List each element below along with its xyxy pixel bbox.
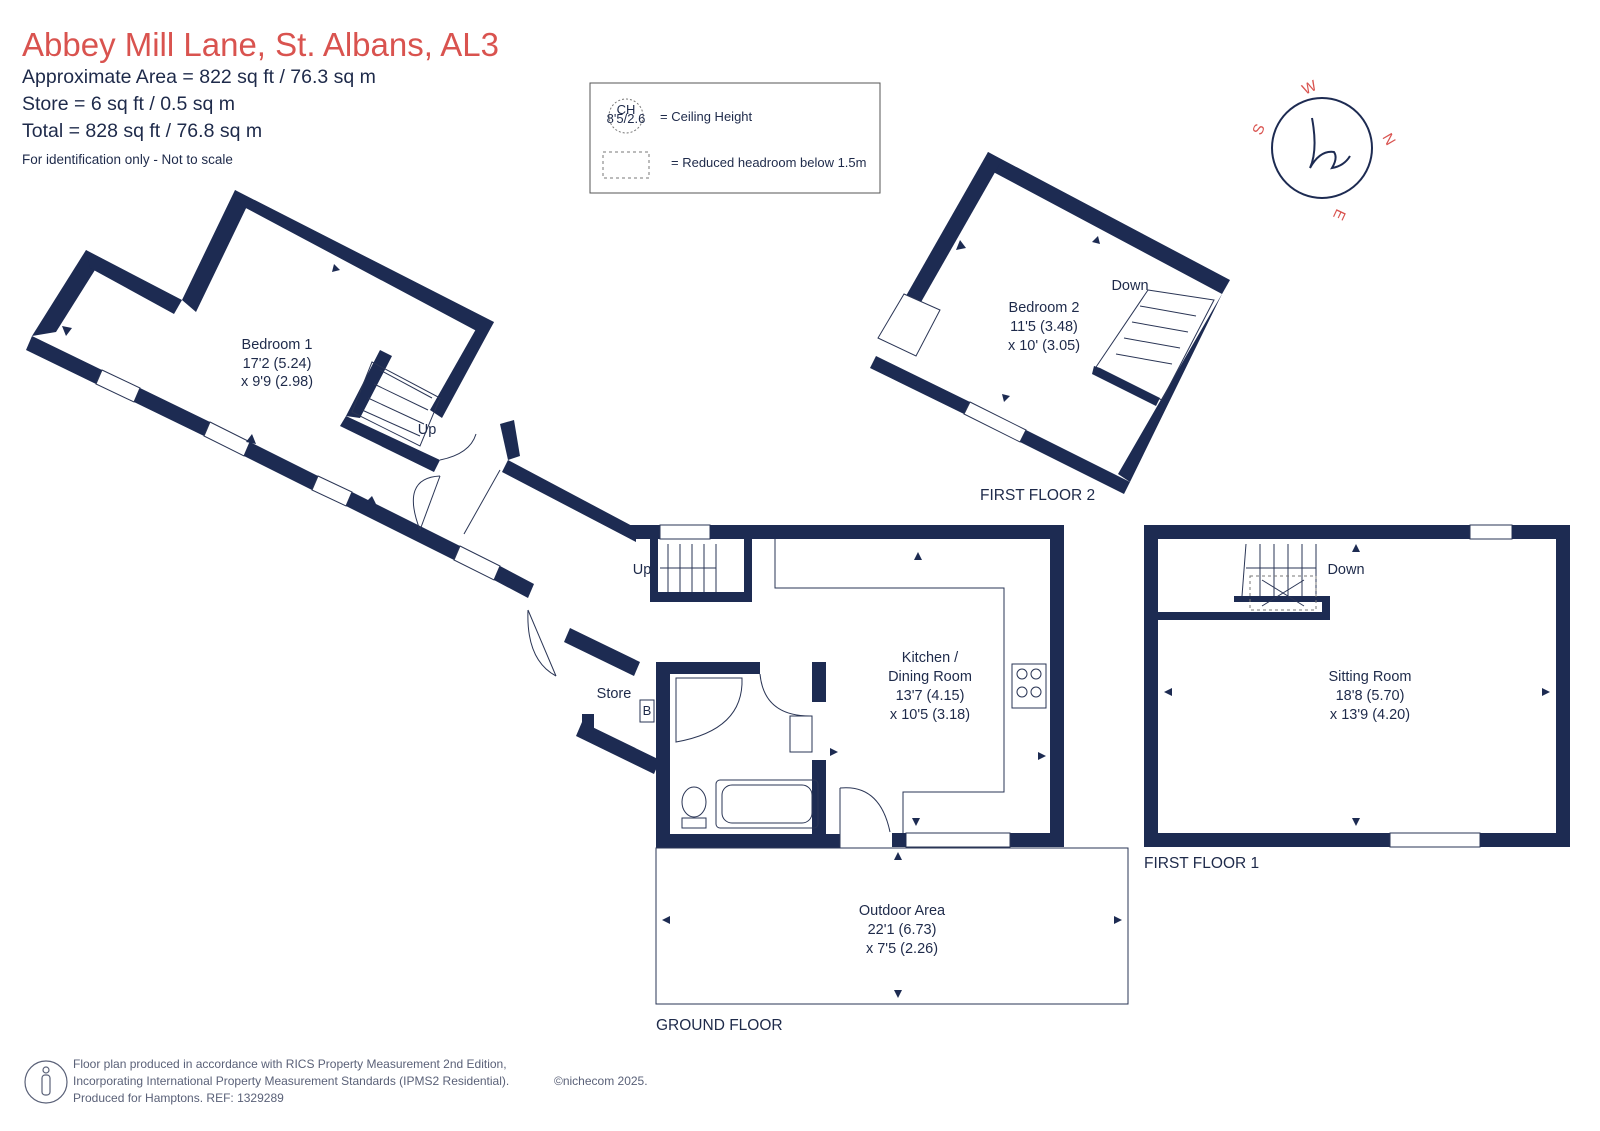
stairs-up-bedroom1: Up	[418, 422, 437, 438]
scale-note: For identification only - Not to scale	[22, 152, 233, 167]
sitting-dim1: 18'8 (5.70)	[1336, 688, 1405, 704]
toilet	[681, 786, 707, 818]
footer-copyright: ©nichecom 2025.	[554, 1074, 648, 1088]
kitchen-block: Up Kitchen / Dining Room 13'7 (4.15)	[630, 524, 1064, 860]
hob	[1011, 663, 1047, 709]
stairs-down-bedroom2: Down	[1111, 278, 1148, 294]
kitchen-name1: Kitchen /	[902, 650, 959, 666]
store: Store B	[564, 628, 660, 774]
rics-person-icon	[24, 1060, 68, 1104]
bedroom2-dim1: 11'5 (3.48)	[1010, 319, 1078, 335]
bedroom1-wing: Bedroom 1 17'2 (5.24) x 9'9 (2.98) Up	[26, 190, 636, 677]
legend-reduced-headroom: = Reduced headroom below 1.5m	[671, 155, 866, 170]
ch-icon-top: CH	[617, 102, 636, 117]
bedroom1-dim2: x 9'9 (2.98)	[241, 374, 313, 390]
outdoor-name: Outdoor Area	[859, 903, 946, 919]
footer-line3: Produced for Hamptons. REF: 1329289	[73, 1091, 284, 1105]
outdoor-dim1: 22'1 (6.73)	[868, 922, 937, 938]
compass-e: E	[1329, 206, 1349, 222]
stairs-up-ground	[660, 544, 717, 592]
sitting-name: Sitting Room	[1328, 669, 1411, 685]
stairs-up-ground-label: Up	[633, 562, 652, 578]
shower-tray	[675, 677, 743, 743]
ch-icon-bottom: 8'5/2.6	[607, 111, 646, 126]
kitchen-dim1: 13'7 (4.15)	[896, 688, 965, 704]
kitchen-name2: Dining Room	[888, 669, 972, 685]
first-floor-1: Down Sitting Room 18'8 (5.70) x 13'9 (4.…	[1144, 524, 1570, 848]
compass-s: S	[1249, 121, 1269, 137]
bedroom2-dim2: x 10' (3.05)	[1008, 338, 1080, 354]
footer-line2: Incorporating International Property Mea…	[73, 1074, 510, 1088]
store-name: Store	[597, 686, 632, 702]
first-floor-1-label: FIRST FLOOR 1	[1144, 855, 1259, 872]
total-area: Total = 828 sq ft / 76.8 sq m	[22, 120, 263, 142]
outdoor-dim2: x 7'5 (2.26)	[866, 941, 938, 957]
kitchen-dim2: x 10'5 (3.18)	[890, 707, 970, 723]
ground-floor-label: GROUND FLOOR	[656, 1017, 783, 1034]
bath	[715, 779, 819, 829]
first-floor-2-label: FIRST FLOOR 2	[980, 487, 1095, 504]
compass-w: W	[1300, 77, 1321, 99]
first-floor-2: Bedroom 2 11'5 (3.48) x 10' (3.05) Down	[870, 152, 1230, 494]
boiler-label: B	[643, 703, 652, 718]
bedroom1-name: Bedroom 1	[242, 337, 313, 353]
approximate-area: Approximate Area = 822 sq ft / 76.3 sq m	[22, 66, 376, 88]
store-area: Store = 6 sq ft / 0.5 sq m	[22, 93, 235, 115]
stairs-down-sitting	[1241, 543, 1317, 611]
stairs-down-sitting-label: Down	[1327, 562, 1364, 578]
legend-ceiling-height: = Ceiling Height	[660, 109, 753, 124]
footer-line1: Floor plan produced in accordance with R…	[73, 1057, 507, 1071]
compass-n: N	[1379, 131, 1399, 149]
sitting-dim2: x 13'9 (4.20)	[1330, 707, 1410, 723]
outdoor-area: Outdoor Area 22'1 (6.73) x 7'5 (2.26)	[655, 847, 1129, 1005]
compass: W N S E	[1249, 77, 1398, 223]
bedroom1-dim1: 17'2 (5.24)	[243, 356, 312, 372]
bedroom2-name: Bedroom 2	[1009, 300, 1080, 316]
basin	[789, 715, 813, 753]
legend: CH 8'5/2.6 = Ceiling Height = Reduced he…	[589, 82, 881, 194]
page-title: Abbey Mill Lane, St. Albans, AL3	[22, 26, 499, 63]
